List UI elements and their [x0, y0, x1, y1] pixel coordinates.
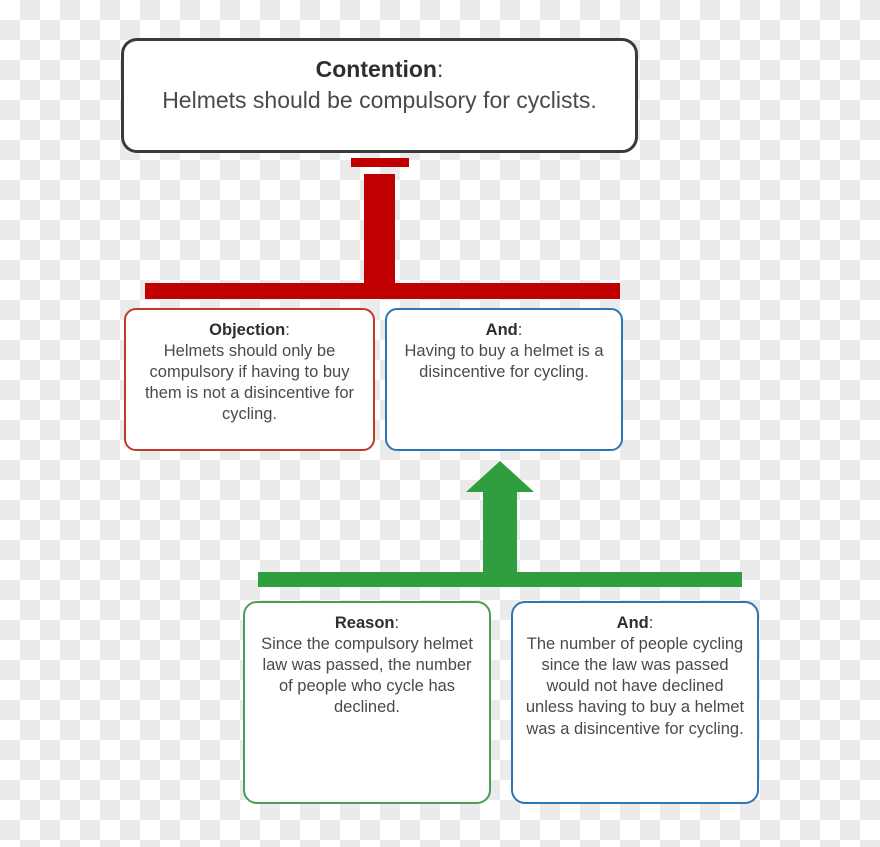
reason-title-colon: :: [394, 614, 400, 632]
and-upper-title-colon: :: [517, 321, 523, 339]
objection-title-colon: :: [285, 321, 290, 339]
and-lower-title-line: And:: [617, 613, 654, 634]
reason-body: Since the compulsory helmet law was pass…: [261, 635, 473, 717]
objection-body: Helmets should only be compulsory if hav…: [144, 342, 355, 424]
and-upper-title-line: And:: [486, 320, 523, 341]
support-connector-crossbar: [258, 572, 742, 587]
objection-title: Objection: [209, 321, 286, 339]
node-and-upper[interactable]: And: Having to buy a helmet is a disince…: [385, 308, 623, 451]
and-lower-title: And: [616, 614, 649, 632]
and-upper-body: Having to buy a helmet is a disincentive…: [404, 342, 604, 382]
node-contention[interactable]: Contention: Helmets should be compulsory…: [121, 38, 638, 153]
node-reason[interactable]: Reason: Since the compulsory helmet law …: [243, 601, 491, 804]
node-and-lower[interactable]: And: The number of people cycling since …: [511, 601, 759, 804]
and-lower-title-colon: :: [648, 614, 654, 632]
contention-title: Contention: [315, 56, 437, 82]
contention-body: Helmets should be compulsory for cyclist…: [162, 87, 597, 114]
and-lower-body: The number of people cycling since the l…: [525, 635, 745, 738]
reason-title: Reason: [334, 614, 395, 632]
objection-connector-stem: [364, 174, 395, 286]
support-connector-stem: [483, 492, 517, 576]
node-objection[interactable]: Objection: Helmets should only be compul…: [124, 308, 375, 451]
contention-title-colon: :: [436, 56, 444, 82]
objection-connector-cap: [351, 158, 409, 167]
reason-title-line: Reason:: [335, 613, 399, 634]
support-connector-arrowhead: [466, 461, 534, 500]
and-upper-title: And: [485, 321, 518, 339]
objection-title-line: Objection:: [209, 320, 290, 341]
contention-title-line: Contention:: [316, 55, 444, 84]
support-connector: [258, 461, 742, 587]
objection-connector: [145, 158, 620, 299]
objection-connector-crossbar: [145, 283, 620, 299]
